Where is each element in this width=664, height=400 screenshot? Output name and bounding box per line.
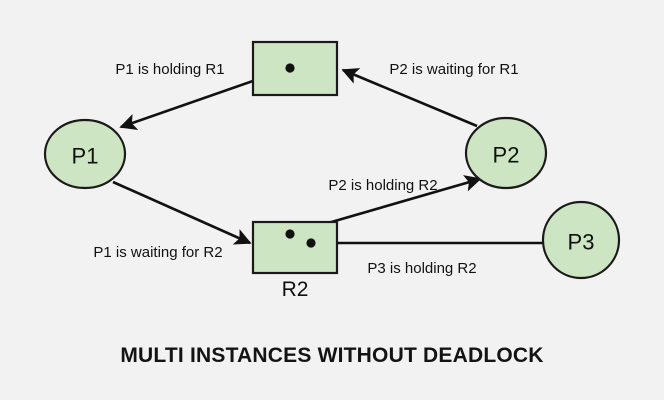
instance-dot-r2-b-top bbox=[306, 238, 316, 248]
process-label-p1: P1 bbox=[72, 144, 99, 169]
resource-node-r2[interactable]: R2 bbox=[251, 220, 339, 301]
process-circle-p3[interactable] bbox=[541, 200, 621, 280]
diagram-title: MULTI INSTANCES WITHOUT DEADLOCK bbox=[120, 344, 543, 367]
edge-label-p1-holding-r1: P1 is holding R1 bbox=[115, 61, 224, 78]
edge-label-p2-waiting-r1: P2 is waiting for R1 bbox=[389, 61, 518, 78]
resource-node-r1[interactable] bbox=[251, 40, 339, 97]
process-node-p3[interactable]: P3 bbox=[541, 200, 621, 280]
resource-caption-r2: R2 bbox=[282, 278, 309, 301]
edge-line-p1-to-r2 bbox=[112, 180, 252, 245]
resource-box-r2[interactable] bbox=[251, 220, 339, 275]
process-circle-p2[interactable] bbox=[464, 116, 548, 190]
edge-p2-to-r1 bbox=[341, 68, 478, 128]
process-circle-p1[interactable] bbox=[43, 118, 127, 190]
edge-label-p1-waiting-r2: P1 is waiting for R2 bbox=[93, 244, 222, 261]
edge-p1-to-r2 bbox=[112, 180, 252, 245]
process-node-p2[interactable]: P2 bbox=[464, 116, 548, 190]
edge-r2-to-p3 bbox=[306, 238, 545, 248]
instance-dot-r1-a-top bbox=[285, 63, 295, 73]
process-node-p1[interactable]: P1 bbox=[43, 118, 127, 190]
edge-label-p3-holding-r2: P3 is holding R2 bbox=[367, 260, 476, 277]
edge-line-p2-to-r1 bbox=[341, 68, 478, 128]
edge-label-p2-holding-r2: P2 is holding R2 bbox=[328, 177, 437, 194]
process-label-p2: P2 bbox=[493, 143, 520, 168]
instance-dot-r2-a-top bbox=[285, 229, 295, 239]
resource-box-r1[interactable] bbox=[251, 40, 339, 97]
process-label-p3: P3 bbox=[568, 230, 595, 255]
